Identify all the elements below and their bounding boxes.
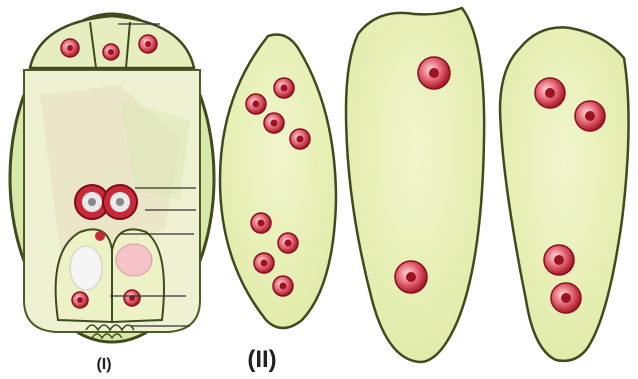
nucleus — [278, 233, 298, 253]
synergid-vacuole-right — [116, 244, 152, 276]
panel-4-four-nucleate-stage — [500, 27, 629, 360]
panel-1-mature-embryo-sac: (I) — [10, 14, 214, 373]
nucleus — [264, 113, 284, 133]
antipodal-nucleus — [139, 35, 157, 53]
panel-3-cell-outline — [346, 8, 484, 362]
nucleus — [290, 129, 310, 149]
synergid-nucleus — [124, 290, 140, 306]
panel-2-eight-nucleate-stage: (II) — [220, 35, 336, 374]
panel-1-label: (I) — [96, 356, 111, 373]
nucleus — [273, 276, 293, 296]
antipodal-nucleus — [103, 44, 119, 60]
synergid-nucleus — [72, 292, 88, 308]
nucleus — [251, 213, 271, 233]
nucleus — [535, 78, 565, 108]
panel-3-two-nucleate-stage — [346, 8, 484, 362]
panel-2-label: (II) — [247, 346, 276, 373]
nucleus — [575, 101, 605, 131]
nucleus — [254, 253, 274, 273]
nucleus — [274, 78, 294, 98]
nucleus — [544, 245, 574, 275]
polar-nucleus — [103, 185, 137, 219]
antipodal-nucleus — [61, 39, 79, 57]
nucleus — [418, 57, 450, 89]
nucleus — [551, 283, 581, 313]
nucleus — [395, 261, 427, 293]
nucleus — [246, 94, 266, 114]
egg-cell-top-nucleus — [95, 231, 105, 241]
synergid-vacuole-left — [70, 246, 102, 290]
